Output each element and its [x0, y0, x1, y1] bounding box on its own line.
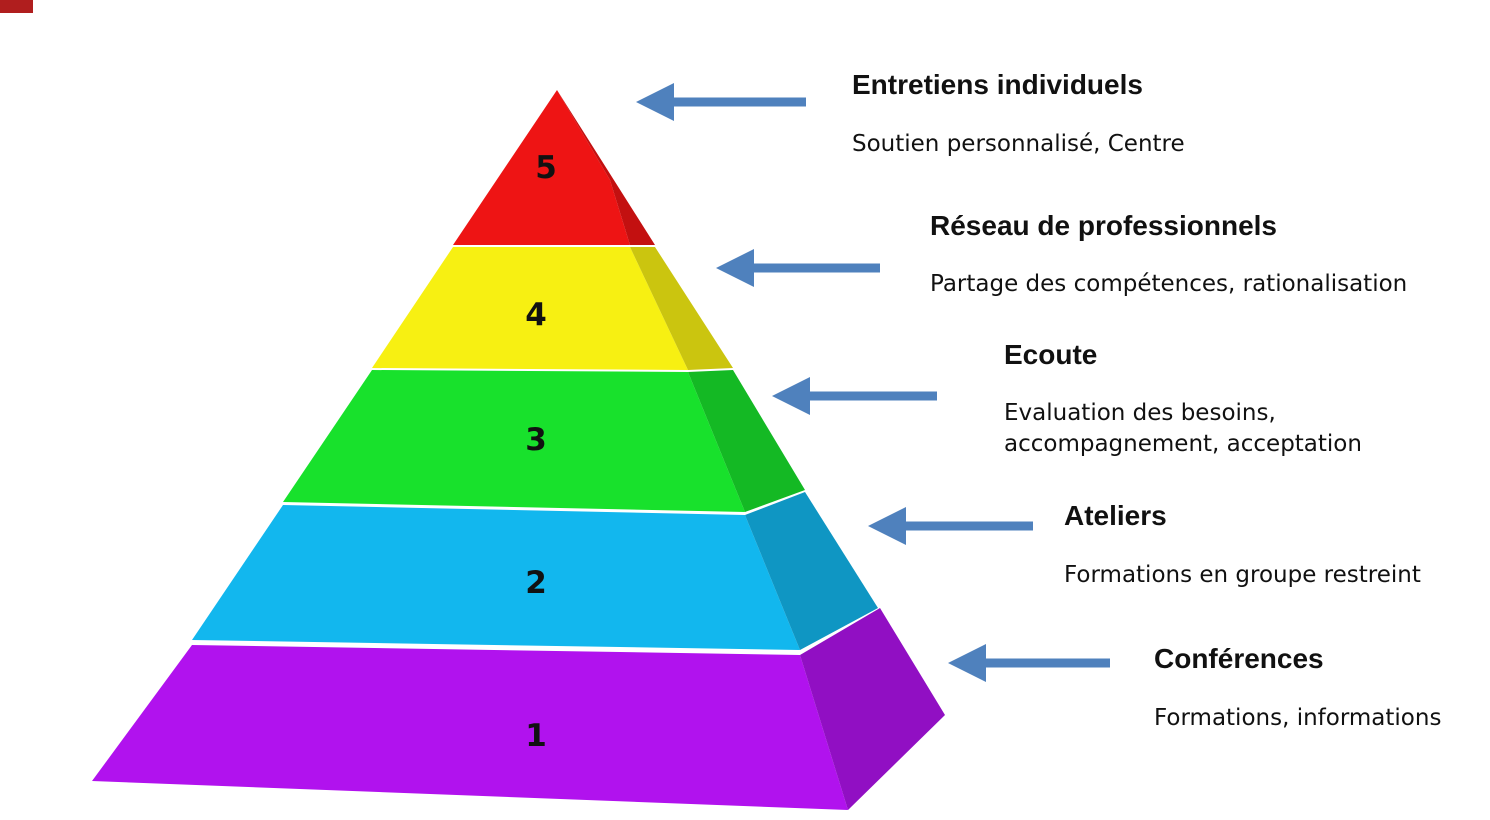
pyramid-level-1-front — [92, 645, 848, 810]
label-level-3: Ecoute Evaluation des besoins, accompagn… — [1004, 338, 1362, 461]
level-number-3: 3 — [525, 422, 547, 458]
level-number-2: 2 — [525, 565, 547, 601]
pyramid-level-2-front — [192, 505, 800, 650]
arrow-level-2 — [868, 507, 1033, 545]
pyramid-level-3-side — [688, 370, 805, 512]
arrow-level-5 — [636, 83, 806, 121]
level-3-description-line-1: Evaluation des besoins, — [1004, 399, 1276, 426]
level-number-5: 5 — [535, 150, 557, 186]
pyramid-level-3-front — [283, 370, 745, 512]
level-3-description-line-2: accompagnement, acceptation — [1004, 431, 1362, 458]
arrow-level-3 — [772, 377, 937, 415]
pyramid-level-4 — [372, 247, 733, 370]
pyramid-level-4-front — [372, 247, 688, 370]
level-5-description-line-1: Soutien personnalisé, Centre — [852, 130, 1185, 157]
arrow-level-1 — [948, 644, 1110, 682]
pyramid-level-5-front — [453, 90, 630, 245]
label-level-4: Réseau de professionnels Partage des com… — [930, 209, 1407, 300]
level-1-description-line-1: Formations, informations — [1154, 704, 1442, 731]
level-number-1: 1 — [525, 718, 547, 754]
pyramid-level-3 — [283, 370, 805, 512]
pyramid-level-1 — [92, 608, 945, 810]
label-level-5: Entretiens individuels Soutien personnal… — [852, 68, 1185, 160]
level-3-title: Ecoute — [1004, 339, 1098, 370]
pyramid-level-5 — [453, 90, 655, 245]
arrow-level-4 — [716, 249, 880, 287]
level-5-title: Entretiens individuels — [852, 69, 1143, 100]
level-4-description-line-1: Partage des compétences, rationalisation — [930, 270, 1408, 297]
label-level-2: Ateliers Formations en groupe restreint — [1064, 499, 1421, 591]
level-2-description-line-1: Formations en groupe restreint — [1064, 561, 1421, 588]
pyramid-level-5-side — [557, 90, 655, 245]
level-1-title: Conférences — [1154, 643, 1324, 674]
label-level-1: Conférences Formations, informations — [1154, 642, 1441, 734]
pyramid-level-1-side — [800, 608, 945, 810]
pyramid-level-2 — [192, 492, 878, 650]
pyramid-level-2-side — [745, 492, 878, 650]
pyramid-level-4-side — [630, 247, 733, 370]
corner-mark — [0, 0, 33, 13]
level-number-4: 4 — [525, 297, 547, 333]
level-4-title: Réseau de professionnels — [930, 210, 1278, 241]
level-2-title: Ateliers — [1064, 500, 1167, 531]
